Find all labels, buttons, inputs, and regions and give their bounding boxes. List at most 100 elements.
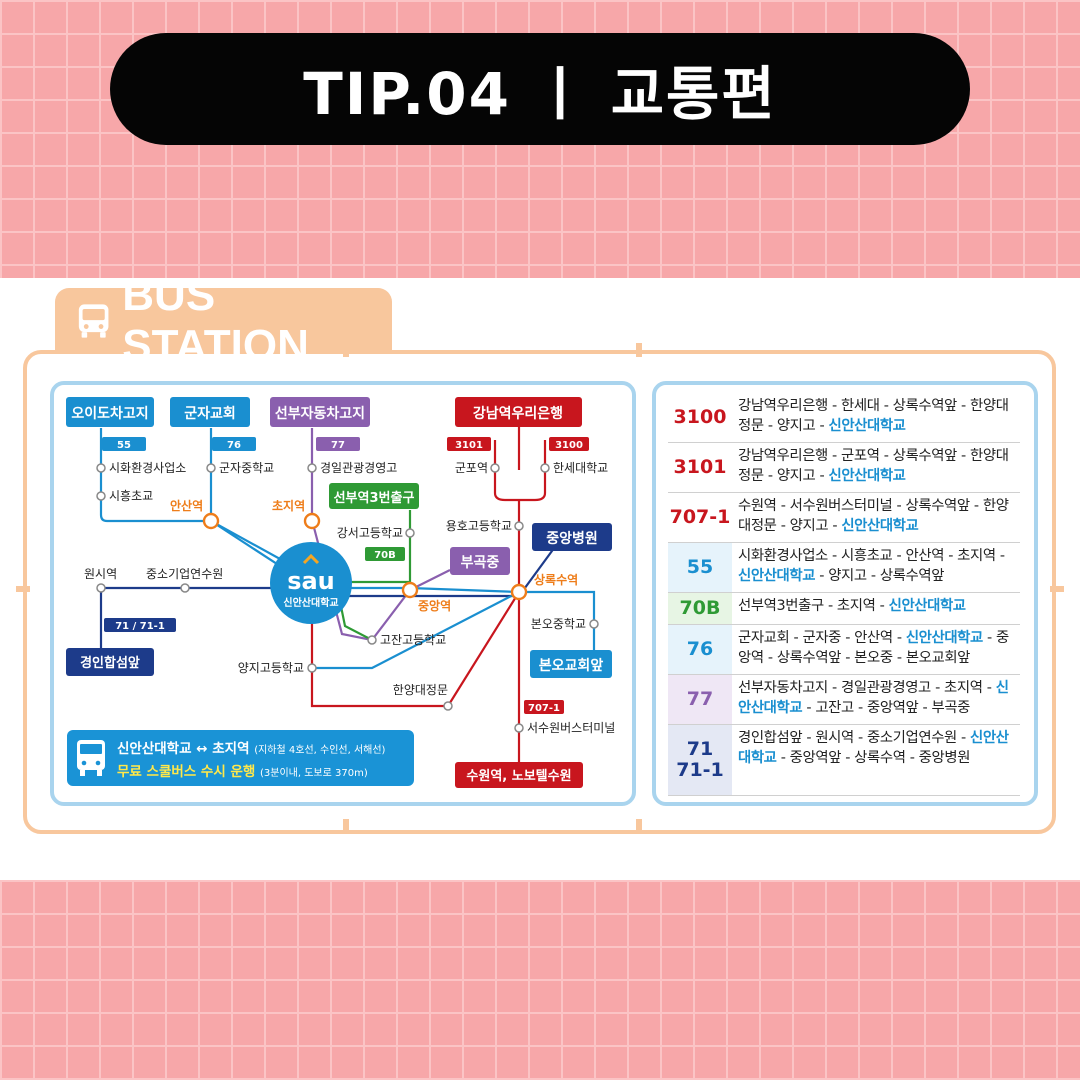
badge-70b: 70B <box>365 547 405 561</box>
route-line-blue-south <box>312 591 520 670</box>
badge-3100: 3100 <box>549 437 589 451</box>
svg-text:본오교회앞: 본오교회앞 <box>539 658 604 674</box>
route-row: 70B 선부역3번출구 - 초지역 - 신안산대학교 <box>668 593 1020 625</box>
stop-label: 원시역 <box>84 567 117 581</box>
route-line-71 <box>99 586 300 658</box>
logo-mark: sau <box>287 567 335 595</box>
route-number: 76 <box>668 625 732 674</box>
stop-label: 용호고등학교 <box>446 519 512 533</box>
route-description: 군자교회 - 군자중 - 안산역 - 신안산대학교 - 중앙역 - 상록수역앞 … <box>738 630 1009 666</box>
route-number: 77 <box>668 675 732 724</box>
svg-text:3101: 3101 <box>455 440 483 451</box>
terminal-seonbu3: 선부역3번출구 <box>329 483 419 509</box>
badge-76: 76 <box>212 437 256 451</box>
station-ansan: 안산역 <box>170 498 203 513</box>
frame-peg <box>1050 586 1064 592</box>
route-highlight: 신안산대학교 <box>738 730 1009 766</box>
svg-text:경인합섬앞: 경인합섬앞 <box>80 655 140 671</box>
page-title: TIP.04 ㅣ 교통편 <box>303 60 777 128</box>
terminal-jungang-hospital: 중앙병원 <box>532 523 612 551</box>
title-banner: TIP.04 ㅣ 교통편 <box>110 33 970 145</box>
badge-71: 71 / 71-1 <box>104 618 176 632</box>
terminal-bonoh: 본오교회앞 <box>530 650 612 678</box>
stop-label: 군자중학교 <box>219 461 274 475</box>
route-description: 수원역 - 서수원버스터미널 - 상록수역앞 - 한양대정문 - 양지고 - 신… <box>738 498 1009 534</box>
svg-text:70B: 70B <box>374 550 396 561</box>
frame-peg <box>16 586 30 592</box>
route-number: 707-1 <box>668 493 732 542</box>
frame-peg <box>636 819 642 833</box>
terminal-oido: 오이도차고지 <box>66 397 154 427</box>
stop-label: 시흥초교 <box>109 489 153 503</box>
terminal-gyeongin: 경인합섬앞 <box>66 648 154 676</box>
svg-text:강남역우리은행: 강남역우리은행 <box>473 405 563 422</box>
route-line-55 <box>99 428 298 578</box>
stop-label: 서수원버스터미널 <box>527 721 615 735</box>
bus-station-tab: BUS STATION <box>55 271 392 370</box>
stop-label: 경일관광경영고 <box>320 461 397 475</box>
svg-text:선부자동차고지: 선부자동차고지 <box>275 406 365 422</box>
shuttle-line-1: 신안산대학교 ↔ 초지역 (지하철 4호선, 수인선, 서해선) <box>117 741 386 757</box>
stop-label: 양지고등학교 <box>238 661 304 675</box>
terminal-bugok: 부곡중 <box>450 547 510 575</box>
stop-label: 본오중학교 <box>531 617 586 631</box>
svg-text:중앙병원: 중앙병원 <box>546 530 598 547</box>
svg-text:55: 55 <box>117 440 131 451</box>
svg-text:군자교회: 군자교회 <box>184 406 236 422</box>
stop-label: 고잔고등학교 <box>380 633 446 647</box>
stop-label: 시화환경사업소 <box>109 461 186 475</box>
route-highlight: 신안산대학교 <box>738 568 816 584</box>
route-highlight: 신안산대학교 <box>841 518 919 534</box>
route-highlight: 신안산대학교 <box>828 418 906 434</box>
route-description: 선부역3번출구 - 초지역 - 신안산대학교 <box>738 598 966 614</box>
route-highlight: 신안산대학교 <box>888 598 966 614</box>
route-description: 시화환경사업소 - 시흥초교 - 안산역 - 초지역 - 신안산대학교 - 양지… <box>738 548 1005 584</box>
route-number: 70B <box>668 593 732 624</box>
section-label: BUS STATION <box>122 271 309 370</box>
route-line-3100-3101 <box>493 422 547 502</box>
terminal-gangnam: 강남역우리은행 <box>455 397 582 427</box>
route-description: 강남역우리은행 - 군포역 - 상록수역앞 - 한양대정문 - 양지고 - 신안… <box>738 448 1009 484</box>
stop-label: 강서고등학교 <box>337 526 403 540</box>
badge-707: 707-1 <box>524 700 564 714</box>
svg-text:선부역3번출구: 선부역3번출구 <box>334 490 415 506</box>
svg-text:76: 76 <box>227 440 241 451</box>
frame-peg <box>343 819 349 833</box>
svg-text:71 / 71-1: 71 / 71-1 <box>115 621 165 632</box>
route-number: 55 <box>668 543 732 592</box>
logo-name: 신안산대학교 <box>283 596 338 609</box>
stop-label: 한세대학교 <box>553 461 608 475</box>
terminal-seonbu: 선부자동차고지 <box>270 397 370 427</box>
terminal-suwon: 수원역, 노보텔수원 <box>455 762 583 788</box>
route-number: 3100 <box>668 393 732 442</box>
badge-3101: 3101 <box>447 437 491 451</box>
svg-text:707-1: 707-1 <box>528 703 560 714</box>
route-description: 강남역우리은행 - 한세대 - 상록수역앞 - 한양대정문 - 양지고 - 신안… <box>738 398 1009 434</box>
terminal-gunja: 군자교회 <box>170 397 250 427</box>
stop-label: 한양대정문 <box>393 683 448 697</box>
stop-label: 군포역 <box>455 461 488 475</box>
route-highlight: 신안산대학교 <box>828 468 906 484</box>
shuttle-line-2: 무료 스쿨버스 수시 운행 (3분이내, 도보로 370m) <box>117 764 368 780</box>
route-description: 경인합섬앞 - 원시역 - 중소기업연수원 - 신안산대학교 - 중앙역앞 - … <box>738 730 1009 766</box>
route-number: 71 71-1 <box>668 725 732 795</box>
station-sangnoksu: 상록수역 <box>534 572 578 587</box>
station-choji: 초지역 <box>272 498 305 513</box>
university-logo: sau 신안산대학교 <box>270 542 352 624</box>
bus-icon <box>78 304 109 338</box>
route-number: 3101 <box>668 443 732 492</box>
shuttle-info: 신안산대학교 ↔ 초지역 (지하철 4호선, 수인선, 서해선) 무료 스쿨버스… <box>67 730 414 786</box>
bottom-grid-background <box>0 880 1080 1080</box>
frame-peg <box>636 343 642 357</box>
svg-text:부곡중: 부곡중 <box>461 555 500 571</box>
svg-text:77: 77 <box>331 440 345 451</box>
svg-text:3100: 3100 <box>555 440 583 451</box>
